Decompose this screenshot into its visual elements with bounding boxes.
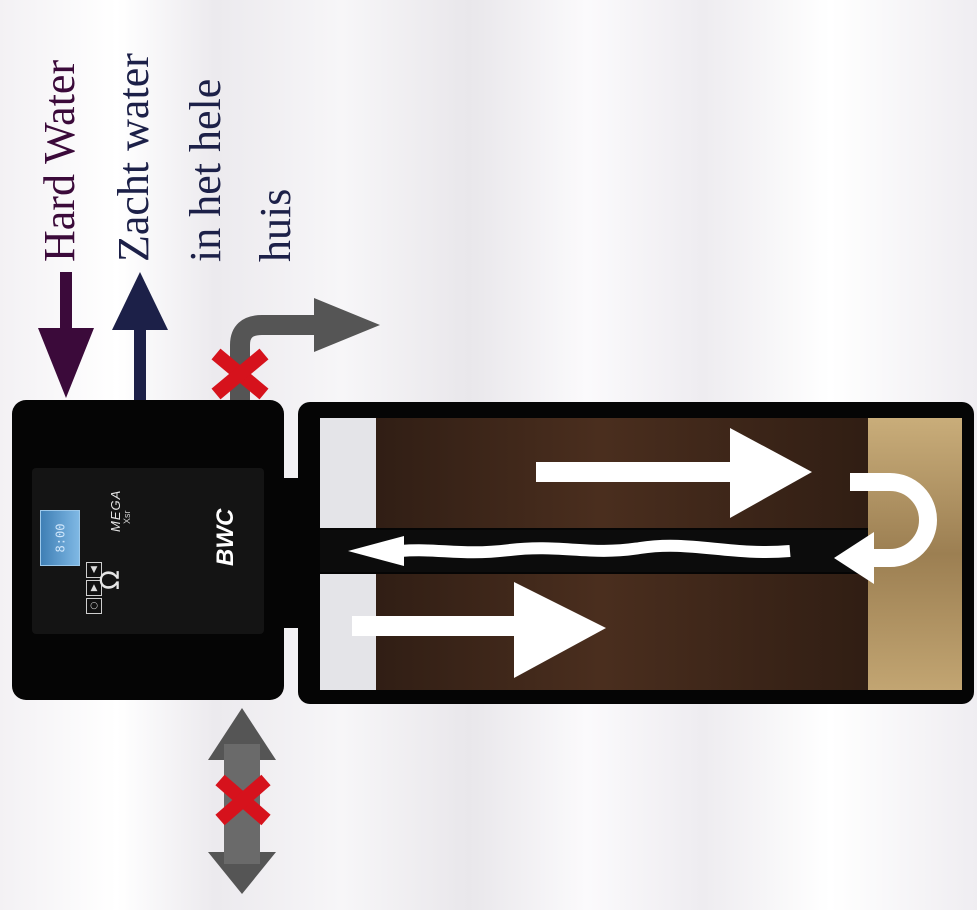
model-name: MEGA <box>108 490 123 532</box>
omega-logo-icon: Ω <box>96 570 126 590</box>
lcd-reading: 8:00 <box>53 524 67 553</box>
soft-water-arrow-icon <box>112 272 168 400</box>
softener-control-head: 8:00 ○ ▲ ▼ Ω MEGA Xsr BWC <box>12 400 284 700</box>
brand-logo: BWC <box>212 509 240 566</box>
lcd-display: 8:00 <box>40 510 80 566</box>
power-button[interactable]: ○ <box>86 598 102 614</box>
model-suffix: Xsr <box>122 511 132 525</box>
hard-water-arrow-icon <box>38 272 94 398</box>
